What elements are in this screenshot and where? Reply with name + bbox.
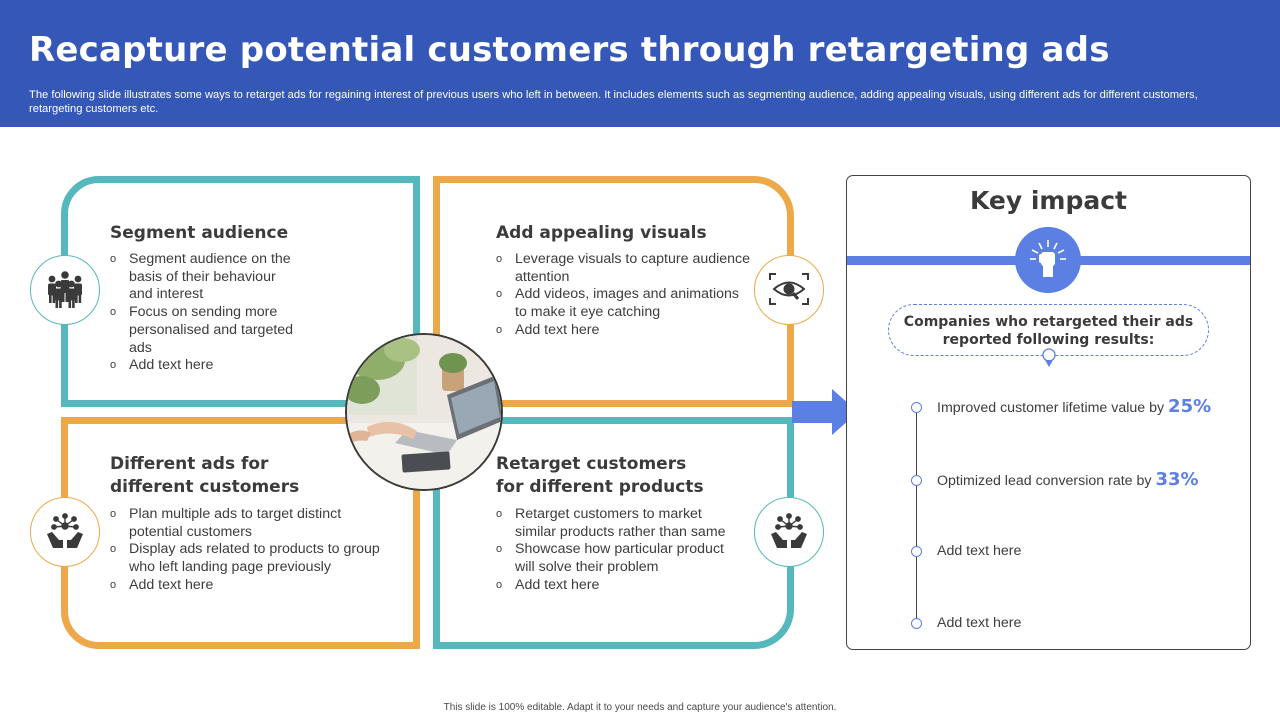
key-impact-panel: Key impact Companies who retargeted thei… — [846, 175, 1251, 650]
impact-text: Add text here — [937, 543, 1022, 559]
segment-audience-list: Segment audience on the basis of their b… — [110, 251, 300, 375]
timeline-dot — [911, 618, 922, 629]
list-item: Add videos, images and animations to mak… — [496, 286, 752, 321]
impact-text: Add text here — [937, 615, 1022, 631]
eye-magnifier-icon — [754, 255, 824, 325]
different-ads-title: Different ads for different customers — [110, 454, 300, 497]
different-ads-list: Plan multiple ads to target distinct pot… — [110, 506, 392, 595]
retarget-customers-title: Retarget customers for different product… — [496, 454, 704, 497]
list-item: Leverage visuals to capture audience att… — [496, 251, 752, 286]
impact-item: Add text here — [937, 615, 1021, 631]
list-item: Add text here — [110, 357, 300, 375]
appealing-visuals-title: Add appealing visuals — [496, 223, 707, 243]
impact-item: Optimized lead conversion rate by 33% — [937, 469, 1199, 490]
timeline-dot — [911, 546, 922, 557]
list-item: Retarget customers to market similar pro… — [496, 506, 746, 541]
laptop-workspace-photo — [345, 333, 503, 491]
impact-text: Improved customer lifetime value by — [937, 400, 1169, 416]
appealing-visuals-list: Leverage visuals to capture audience att… — [496, 251, 752, 340]
key-impact-title: Key impact — [969, 186, 1128, 215]
list-item: Focus on sending more personalised and t… — [110, 304, 300, 357]
slide-header: Recapture potential customers through re… — [0, 0, 1280, 127]
list-item: Add text here — [496, 577, 746, 595]
arrow-right-icon — [792, 389, 858, 435]
list-item: Add text here — [110, 577, 392, 595]
hands-network-icon — [754, 497, 824, 567]
list-item: Segment audience on the basis of their b… — [110, 251, 300, 304]
footer-note: This slide is 100% editable. Adapt it to… — [443, 702, 837, 713]
pin-marker-icon — [1042, 348, 1056, 367]
impact-item: Improved customer lifetime value by 25% — [937, 396, 1211, 417]
list-item: Plan multiple ads to target distinct pot… — [110, 506, 392, 541]
retarget-customers-list: Retarget customers to market similar pro… — [496, 506, 746, 595]
list-item: Showcase how particular product will sol… — [496, 541, 746, 576]
list-item: Display ads related to products to group… — [110, 541, 392, 576]
key-impact-callout: Companies who retargeted their ads repor… — [888, 304, 1209, 356]
impact-item: Add text here — [937, 543, 1021, 559]
timeline-line — [916, 407, 918, 625]
list-item: Add text here — [496, 322, 752, 340]
impact-value: 33% — [1155, 469, 1199, 490]
slide-title: Recapture potential customers through re… — [29, 30, 1110, 70]
hands-network-icon — [30, 497, 100, 567]
timeline-dot — [911, 475, 922, 486]
raised-fist-icon — [1015, 227, 1081, 293]
timeline-dot — [911, 402, 922, 413]
impact-text: Optimized lead conversion rate by — [937, 473, 1156, 489]
people-group-icon — [30, 255, 100, 325]
segment-audience-title: Segment audience — [110, 223, 289, 243]
slide-description: The following slide illustrates some way… — [29, 89, 1198, 115]
impact-value: 25% — [1168, 396, 1212, 417]
